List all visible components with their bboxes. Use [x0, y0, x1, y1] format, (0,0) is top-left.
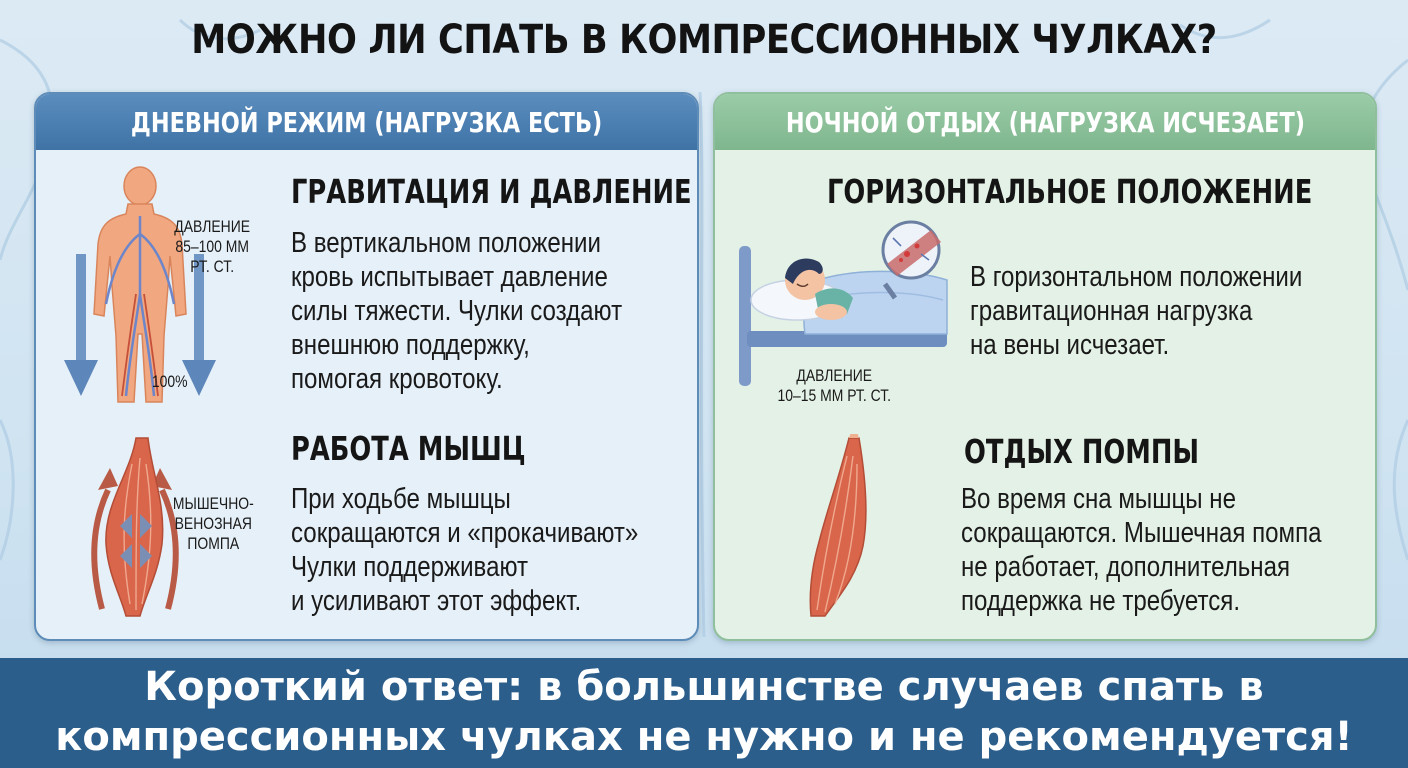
day-panel-header: ДНЕВНОЙ РЕЖИМ (НАГРУЗКА ЕСТЬ)	[36, 94, 697, 150]
down-arrow-left-icon	[64, 254, 98, 396]
day-mode-panel: ДНЕВНОЙ РЕЖИМ (НАГРУЗКА ЕСТЬ)	[34, 92, 699, 641]
page-title: МОЖНО ЛИ СПАТЬ В КОМПРЕССИОННЫХ ЧУЛКАХ?	[191, 17, 1217, 63]
up-arrow-left-icon	[91, 468, 118, 610]
horizontal-position-heading: ГОРИЗОНТАЛЬНОЕ ПОЛОЖЕНИЕ	[827, 172, 1313, 211]
human-body-veins-icon	[64, 166, 216, 403]
pump-rest-description: Во время сна мышцы не сокращаются. Мышеч…	[961, 483, 1322, 617]
short-answer-text: Короткий ответ: в большинстве случаев сп…	[55, 664, 1353, 760]
vein-magnifier-icon	[881, 220, 941, 300]
night-pressure-label: ДАВЛЕНИЕ 10–15 ММ РТ. СТ.	[777, 366, 892, 405]
muscle-work-description: При ходьбе мышцы сокращаются и «прокачив…	[291, 483, 639, 617]
horizontal-position-description: В горизонтальном положении гравитационна…	[970, 261, 1303, 361]
night-rest-panel: НОЧНОЙ ОТДЫХ (НАГРУЗКА ИСЧЕЗАЕТ) ГОРИЗОН…	[713, 92, 1377, 641]
sleeping-person-bed-icon	[739, 220, 948, 386]
down-arrow-right-icon	[182, 254, 216, 396]
relaxed-muscle-icon	[809, 434, 867, 617]
muscle-pump-label: МЫШЕЧНО- ВЕНОЗНАЯ ПОМПА	[172, 494, 254, 553]
night-panel-header-label: НОЧНОЙ ОТДЫХ (НАГРУЗКА ИСЧЕЗАЕТ)	[785, 106, 1305, 139]
night-panel-header: НОЧНОЙ ОТДЫХ (НАГРУЗКА ИСЧЕЗАЕТ)	[715, 94, 1375, 150]
day-pressure-label: ДАВЛЕНИЕ 85–100 ММ РТ. СТ.	[174, 217, 251, 276]
day-panel-header-label: ДНЕВНОЙ РЕЖИМ (НАГРУЗКА ЕСТЬ)	[130, 106, 603, 139]
short-answer-banner: Короткий ответ: в большинстве случаев сп…	[0, 658, 1408, 768]
gravity-description: В вертикальном положении кровь испытывае…	[291, 227, 623, 395]
pump-rest-heading: ОТДЫХ ПОМПЫ	[964, 432, 1200, 471]
muscle-work-heading: РАБОТА МЫШЦ	[291, 429, 526, 468]
contracting-muscle-icon	[91, 437, 179, 617]
day-percent-label: 100%	[151, 372, 188, 391]
gravity-heading: ГРАВИТАЦИЯ И ДАВЛЕНИЕ	[291, 172, 692, 211]
